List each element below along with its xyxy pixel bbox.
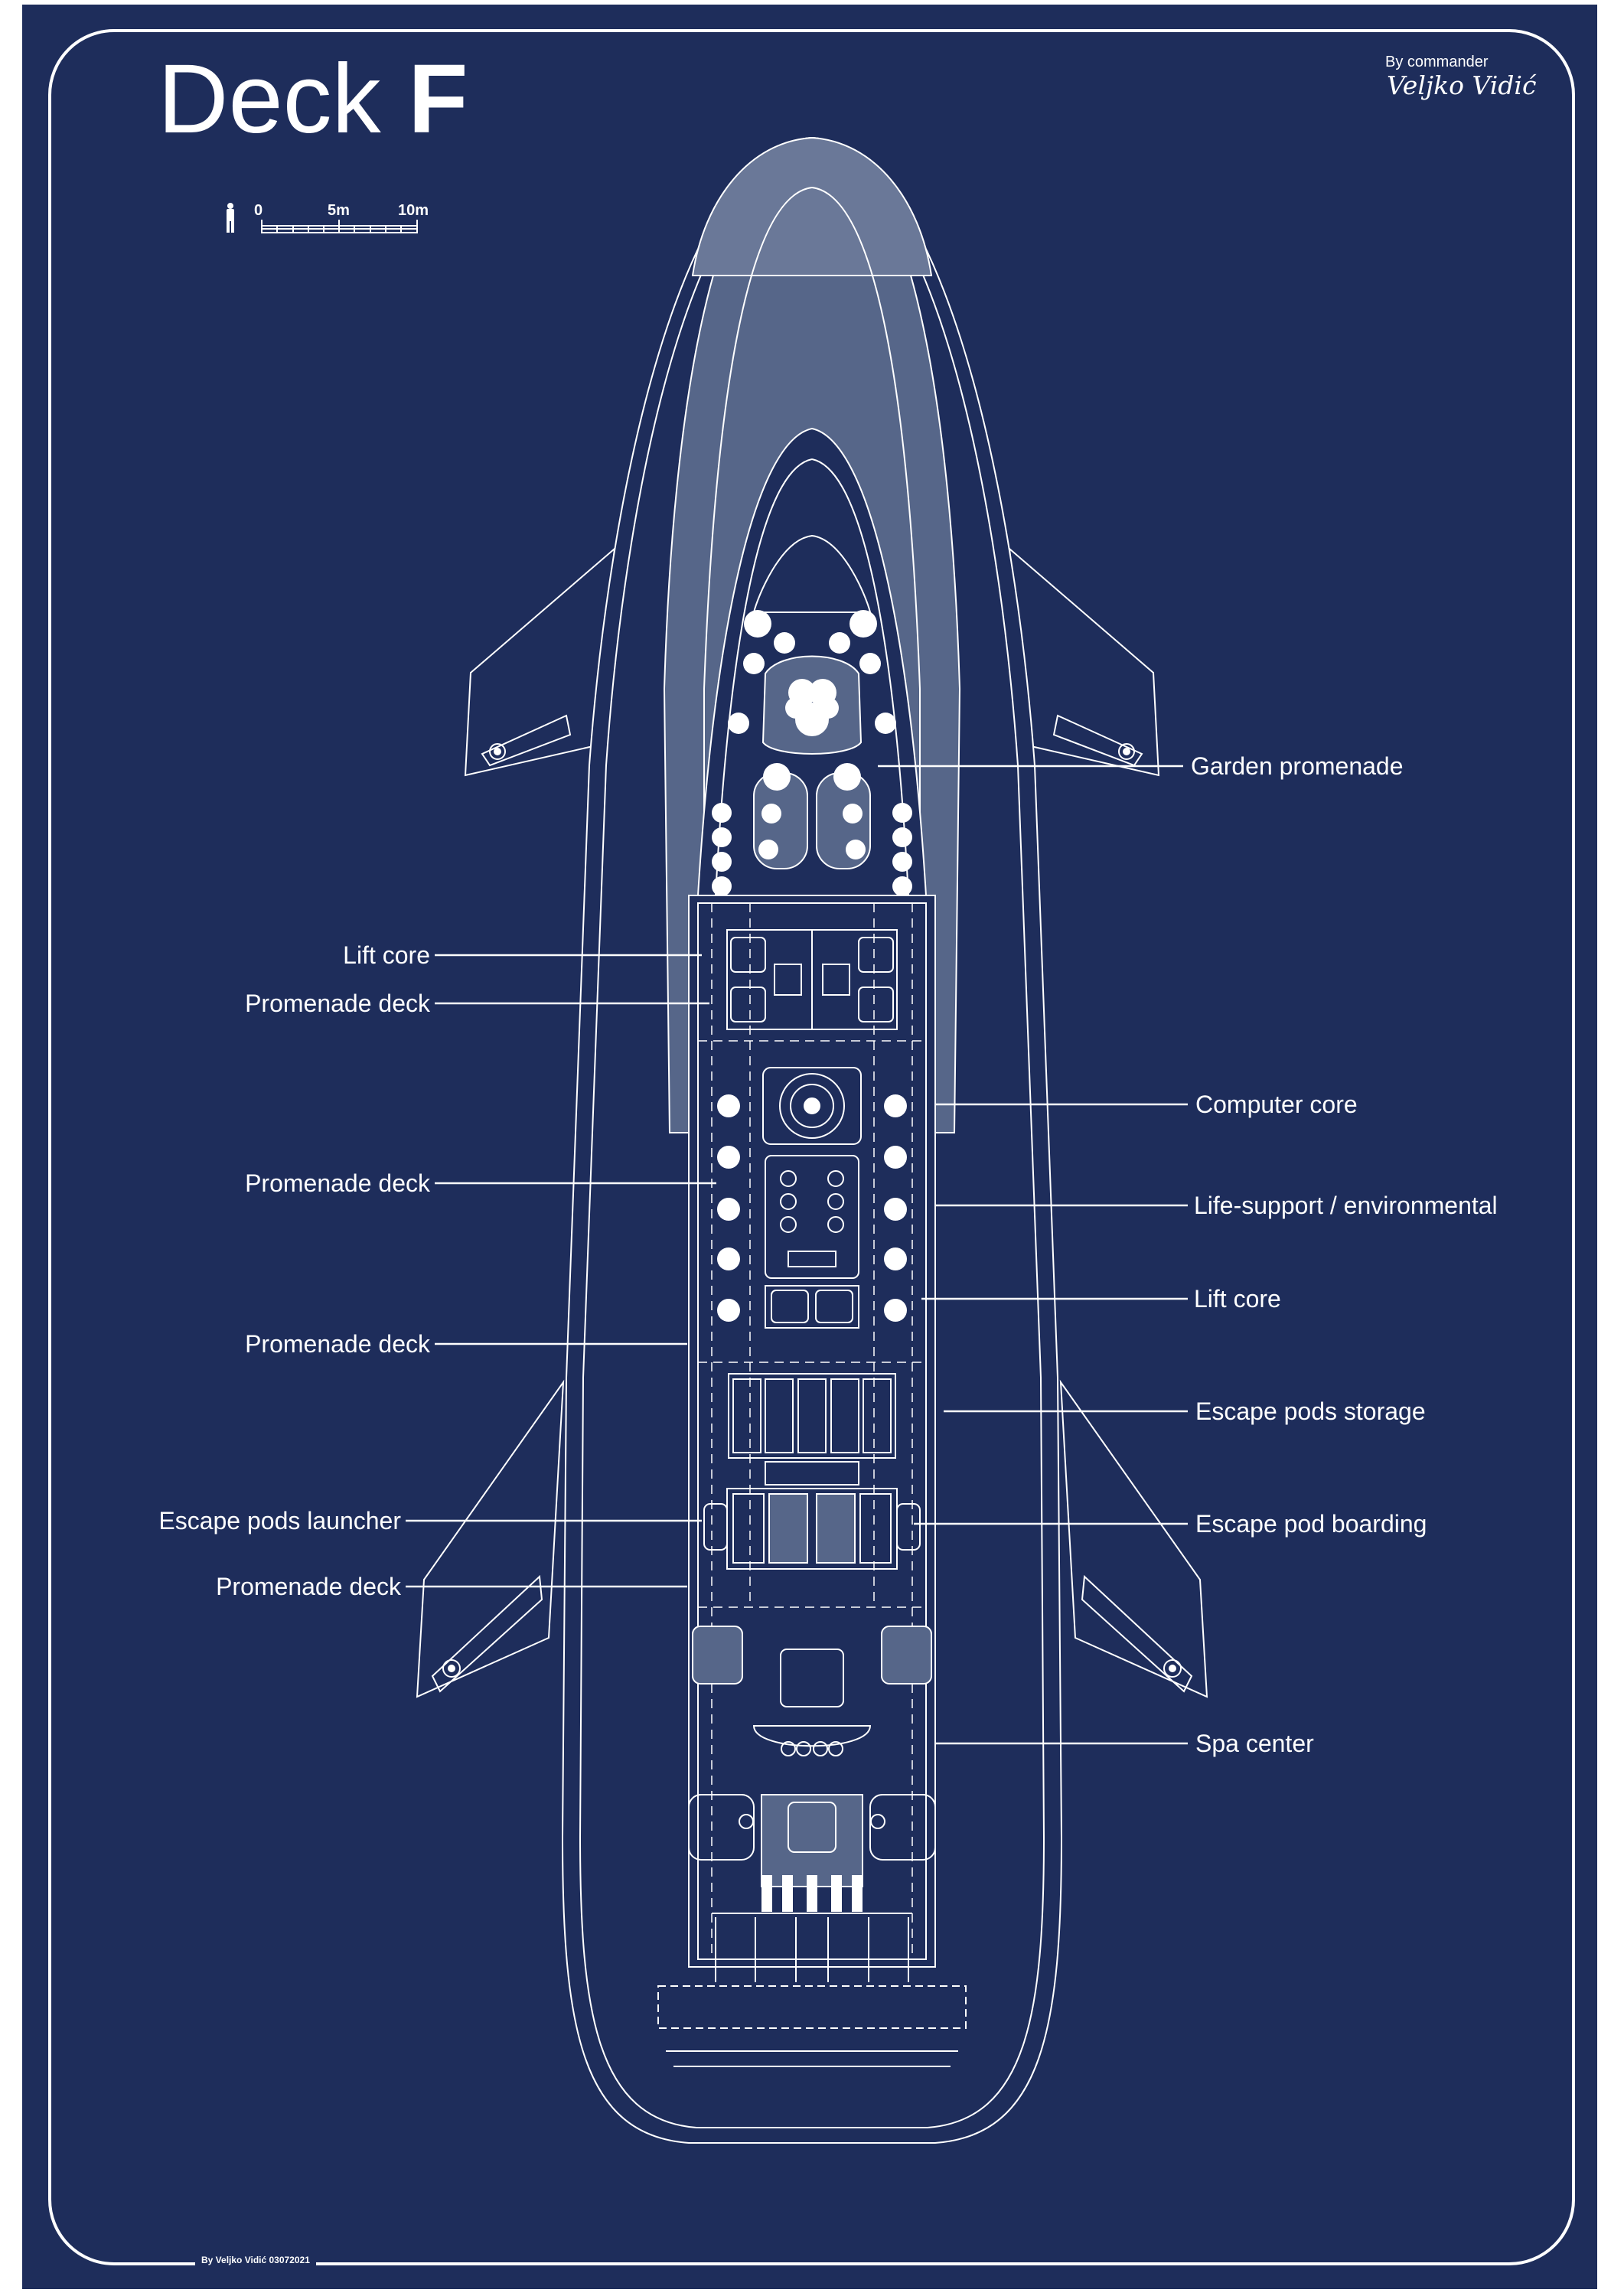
promenade-pods [717,1094,907,1322]
label-lift-core-forward: Lift core [343,941,430,969]
lower-right-fin [1059,1379,1208,1698]
page-title: Deck F [158,51,468,148]
label-lift-core-mid: Lift core [1194,1285,1281,1313]
lift-core-forward [726,929,898,1030]
leader-lines [406,765,1188,1745]
label-promenade-deck-2: Promenade deck [245,1169,431,1197]
garden-trees [712,610,912,896]
label-promenade-deck-4: Promenade deck [216,1573,402,1600]
title-prefix: Deck [158,44,381,154]
label-promenade-deck-1: Promenade deck [245,990,431,1017]
computer-core [762,1067,862,1145]
label-spa-center: Spa center [1195,1730,1314,1757]
label-promenade-deck-3: Promenade deck [245,1330,431,1358]
footer-credit: By Veljko Vidić 03072021 [195,2255,316,2265]
label-computer-core: Computer core [1195,1091,1358,1118]
blueprint-frame [48,29,1575,2265]
lower-left-fin [416,1379,565,1698]
lift-core-mid [765,1285,859,1329]
scale-bar: 0 5m 10m [227,202,429,233]
scale-ruler [261,220,418,233]
label-escape-pods-storage: Escape pods storage [1195,1397,1426,1425]
label-escape-pods-launcher: Escape pods launcher [158,1507,401,1534]
aft-bars [761,1875,863,1912]
scale-label-0: 0 [254,202,263,219]
author-signature: Veljko Vidić [1387,70,1537,100]
label-escape-pod-boarding: Escape pod boarding [1195,1510,1427,1538]
escape-pod-boarding [703,1488,921,1570]
escape-pods-storage [728,1373,896,1486]
label-garden-promenade: Garden promenade [1191,752,1404,780]
scale-label-10m: 10m [398,202,429,219]
human-figure-icon [227,203,234,233]
label-life-support: Life-support / environmental [1194,1192,1498,1219]
spa-center [688,1626,936,1887]
author-by-line: By commander [1385,54,1489,70]
scale-label-5m: 5m [328,202,350,219]
title-letter: F [408,44,468,154]
life-support-module [765,1155,859,1279]
